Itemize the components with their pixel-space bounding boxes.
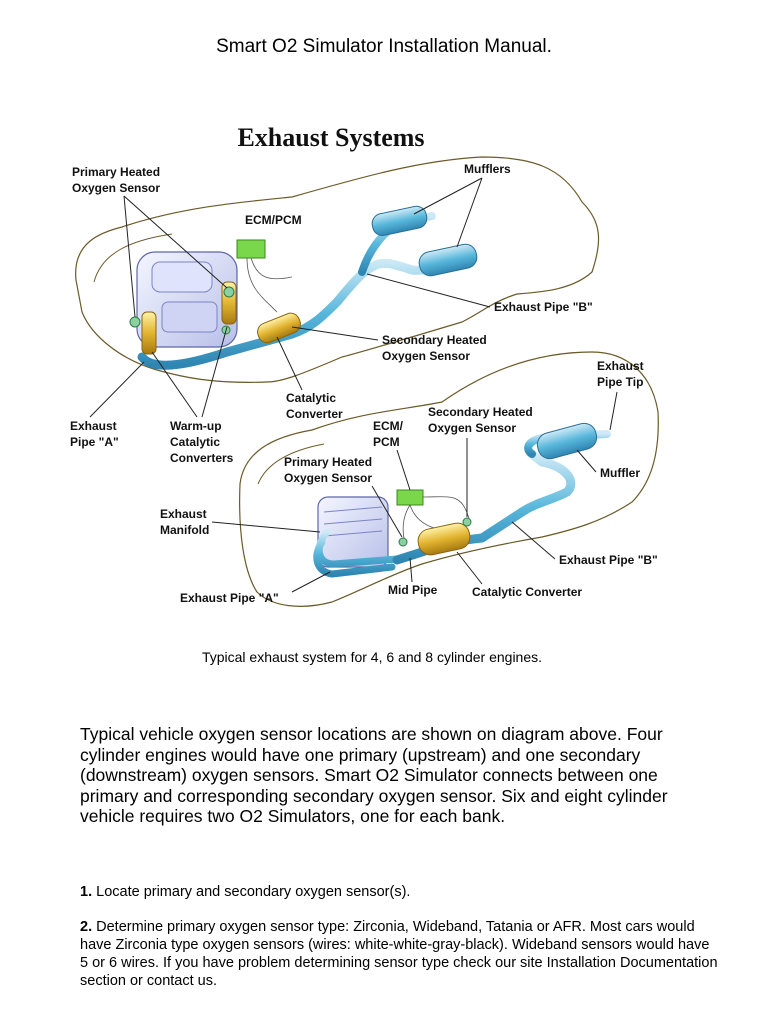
bottom-label-pipe-b: Exhaust Pipe "B": [559, 553, 658, 567]
bottom-label-secondary-sensor: Secondary Heated Oxygen Sensor: [428, 405, 533, 435]
bottom-label-muffler: Muffler: [600, 466, 640, 480]
step-1: 1. Locate primary and secondary oxygen s…: [80, 883, 720, 901]
top-engine: [136, 251, 238, 348]
bottom-label-pipe-a: Exhaust Pipe "A": [180, 591, 279, 605]
svg-text:Oxygen Sensor: Oxygen Sensor: [284, 471, 372, 485]
bottom-ecm-box: [396, 489, 424, 506]
top-muffler-lower: [418, 243, 478, 277]
svg-text:Exhaust: Exhaust: [160, 507, 207, 521]
step-number: 2.: [80, 919, 93, 935]
diagram-heading: Exhaust Systems: [237, 123, 424, 152]
step-number: 1.: [80, 884, 93, 900]
bottom-car-outline: [239, 351, 659, 607]
svg-text:Pipe Tip: Pipe Tip: [597, 375, 643, 389]
svg-text:Oxygen Sensor: Oxygen Sensor: [382, 349, 470, 363]
svg-text:ECM/: ECM/: [373, 419, 404, 433]
top-label-secondary-sensor: Secondary Heated Oxygen Sensor: [382, 333, 487, 363]
top-label-primary-sensor: Primary Heated Oxygen Sensor: [72, 165, 160, 195]
top-label-catalytic: Catalytic Converter: [286, 391, 343, 421]
svg-text:Exhaust: Exhaust: [70, 419, 117, 433]
exhaust-systems-diagram: Exhaust Systems Primary Heated Oxygen: [62, 112, 662, 632]
bottom-label-ecm: ECM/ PCM: [373, 419, 404, 449]
svg-text:Oxygen Sensor: Oxygen Sensor: [72, 181, 160, 195]
top-label-pipe-a: Exhaust Pipe "A": [70, 419, 119, 449]
svg-text:Manifold: Manifold: [160, 523, 209, 537]
bottom-label-pipe-tip: Exhaust Pipe Tip: [597, 359, 644, 389]
top-muffler-upper: [371, 205, 428, 237]
svg-text:Catalytic: Catalytic: [170, 435, 220, 449]
top-ecm-box: [236, 239, 266, 259]
bottom-muffler: [536, 422, 598, 460]
bottom-label-manifold: Exhaust Manifold: [160, 507, 209, 537]
bottom-exhaust-manifold: [313, 528, 401, 578]
svg-text:Primary Heated: Primary Heated: [72, 165, 160, 179]
figure-caption: Typical exhaust system for 4, 6 and 8 cy…: [201, 649, 543, 665]
top-primary-sensor-left: [129, 316, 141, 328]
step-text: Locate primary and secondary oxygen sens…: [96, 884, 411, 900]
intro-paragraph: Typical vehicle oxygen sensor locations …: [80, 724, 668, 826]
svg-text:PCM: PCM: [373, 435, 400, 449]
bottom-engine: [317, 496, 389, 568]
svg-text:Exhaust: Exhaust: [597, 359, 644, 373]
svg-text:Warm-up: Warm-up: [170, 419, 222, 433]
svg-text:Secondary Heated: Secondary Heated: [428, 405, 533, 419]
top-catalytic-converter: [257, 312, 301, 344]
bottom-label-catalytic: Catalytic Converter: [472, 585, 582, 599]
svg-text:Secondary Heated: Secondary Heated: [382, 333, 487, 347]
bottom-label-primary-sensor: Primary Heated Oxygen Sensor: [284, 455, 372, 485]
svg-text:Pipe "A": Pipe "A": [70, 435, 119, 449]
bottom-catalytic-converter: [417, 522, 471, 556]
bottom-secondary-sensor: [462, 517, 472, 527]
svg-text:Converters: Converters: [170, 451, 234, 465]
top-primary-sensor-right: [223, 286, 235, 298]
svg-text:Oxygen Sensor: Oxygen Sensor: [428, 421, 516, 435]
document-title: Smart O2 Simulator Installation Manual.: [216, 36, 552, 57]
diagram-svg: Exhaust Systems Primary Heated Oxygen: [70, 123, 659, 607]
svg-text:Catalytic: Catalytic: [286, 391, 336, 405]
bottom-label-mid-pipe: Mid Pipe: [388, 583, 438, 597]
top-car-outline: [75, 156, 600, 383]
top-label-mufflers: Mufflers: [464, 162, 511, 176]
top-label-ecm: ECM/PCM: [245, 213, 302, 227]
top-exhaust-pipe: [137, 255, 459, 370]
step-2: 2. Determine primary oxygen sensor type:…: [80, 918, 720, 990]
top-label-warmup: Warm-up Catalytic Converters: [170, 419, 234, 465]
top-warmup-converter-left: [141, 311, 157, 355]
bottom-primary-sensor: [398, 537, 408, 547]
step-text: Determine primary oxygen sensor type: Zi…: [80, 919, 718, 989]
top-label-pipe-b: Exhaust Pipe "B": [494, 300, 593, 314]
svg-text:Primary Heated: Primary Heated: [284, 455, 372, 469]
svg-text:Converter: Converter: [286, 407, 343, 421]
